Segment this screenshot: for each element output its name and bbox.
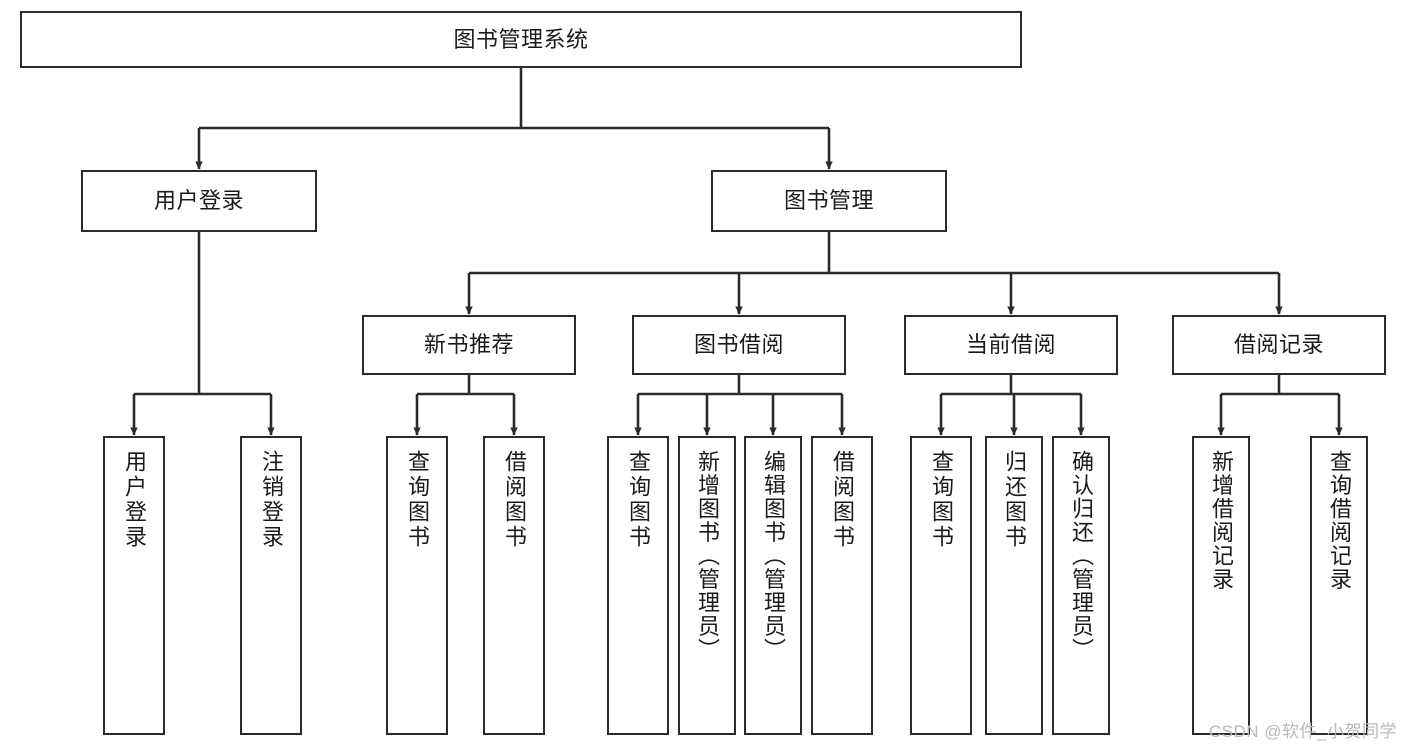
level1-node-user-login[interactable]: 用户登录 <box>81 170 317 232</box>
level2-node-book-borrow[interactable]: 图书借阅 <box>632 315 846 375</box>
leaf-node-leaf-borrow-book-rec[interactable]: 借阅图书 <box>483 436 545 735</box>
node-label: 新增借阅记录 <box>1209 450 1234 591</box>
leaf-node-leaf-logout[interactable]: 注销登录 <box>240 436 302 735</box>
level1-node-book-manage[interactable]: 图书管理 <box>711 170 947 232</box>
leaf-node-leaf-borrow-book[interactable]: 借阅图书 <box>811 436 873 735</box>
leaf-node-leaf-user-login[interactable]: 用户登录 <box>103 436 165 735</box>
node-label: 注销登录 <box>259 450 284 550</box>
root-node-root[interactable]: 图书管理系统 <box>20 11 1022 68</box>
node-label: 借阅图书 <box>830 450 855 550</box>
node-label: 编辑图书（管理员） <box>761 450 786 662</box>
node-label: 用户登录 <box>122 450 147 550</box>
node-label: 查询图书 <box>929 450 954 550</box>
node-label: 图书管理 <box>783 188 874 214</box>
node-label: 用户登录 <box>153 188 244 214</box>
node-label: 当前借阅 <box>965 332 1056 358</box>
node-label: 查询借阅记录 <box>1327 450 1352 591</box>
node-label: 图书管理系统 <box>453 26 589 52</box>
leaf-node-leaf-query-record[interactable]: 查询借阅记录 <box>1310 436 1368 735</box>
node-label: 归还图书 <box>1002 450 1027 550</box>
node-label: 新增图书（管理员） <box>695 450 720 662</box>
node-label: 借阅记录 <box>1233 332 1324 358</box>
leaf-node-leaf-query-book-rec[interactable]: 查询图书 <box>386 436 448 735</box>
node-label: 新书推荐 <box>423 332 514 358</box>
node-label: 查询图书 <box>626 450 651 550</box>
node-label: 借阅图书 <box>502 450 527 550</box>
level2-node-borrow-record[interactable]: 借阅记录 <box>1172 315 1386 375</box>
node-label: 图书借阅 <box>693 332 784 358</box>
level2-node-current-borrow[interactable]: 当前借阅 <box>904 315 1118 375</box>
leaf-node-leaf-add-book[interactable]: 新增图书（管理员） <box>678 436 736 735</box>
leaf-node-leaf-add-record[interactable]: 新增借阅记录 <box>1192 436 1250 735</box>
leaf-node-leaf-edit-book[interactable]: 编辑图书（管理员） <box>744 436 802 735</box>
leaf-node-leaf-confirm-return[interactable]: 确认归还（管理员） <box>1052 436 1110 735</box>
node-label: 查询图书 <box>405 450 430 550</box>
leaf-node-leaf-return-book[interactable]: 归还图书 <box>985 436 1043 735</box>
node-label: 确认归还（管理员） <box>1069 450 1094 662</box>
level2-node-new-book-rec[interactable]: 新书推荐 <box>362 315 576 375</box>
leaf-node-leaf-query-book-borrow[interactable]: 查询图书 <box>607 436 669 735</box>
leaf-node-leaf-query-book-cur[interactable]: 查询图书 <box>910 436 972 735</box>
